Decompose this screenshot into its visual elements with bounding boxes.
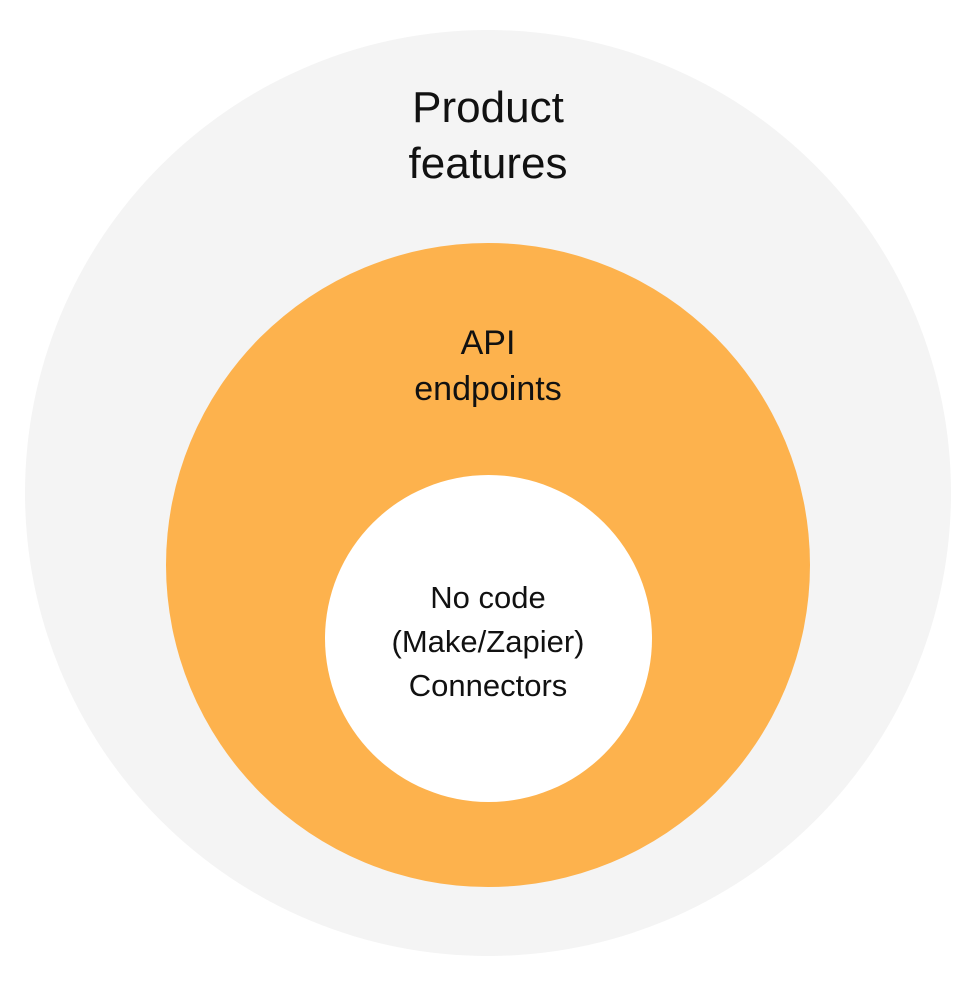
product-features-label: Product features [288, 80, 688, 192]
no-code-connectors-label: No code (Make/Zapier) Connectors [338, 576, 638, 708]
api-endpoints-label-line-1: API [460, 324, 516, 362]
api-endpoints-label: API endpoints [288, 320, 688, 412]
no-code-connectors-circle [325, 475, 652, 802]
no-code-connectors-label-line-1: No code [430, 580, 546, 615]
product-features-label-line-2: features [408, 139, 568, 188]
no-code-connectors-label-line-2: (Make/Zapier) [391, 624, 585, 659]
api-endpoints-label-line-2: endpoints [414, 370, 562, 408]
no-code-connectors-label-line-3: Connectors [408, 668, 568, 703]
product-features-label-line-1: Product [412, 83, 564, 132]
